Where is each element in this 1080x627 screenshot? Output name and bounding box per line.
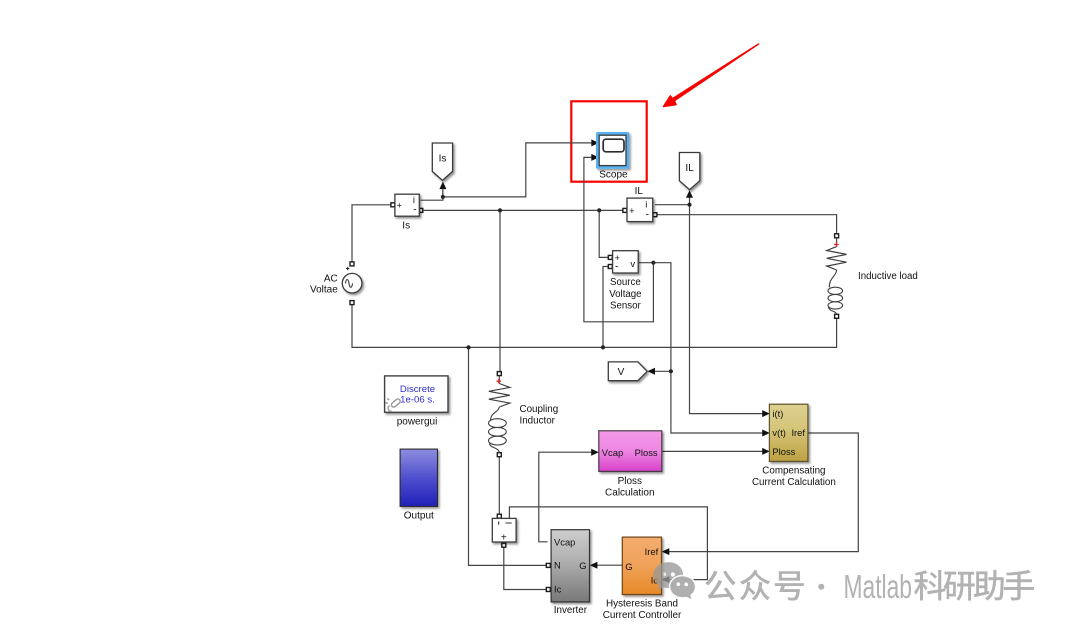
svg-text:Current Controller: Current Controller bbox=[603, 610, 682, 621]
svg-text:Voltae: Voltae bbox=[310, 284, 338, 295]
svg-text:Ploss: Ploss bbox=[635, 447, 658, 458]
svg-text:Iref: Iref bbox=[791, 427, 805, 438]
svg-text:-: - bbox=[615, 261, 618, 272]
svg-text:Source: Source bbox=[610, 277, 641, 288]
svg-text:Vcap: Vcap bbox=[602, 447, 623, 458]
svg-text:Ploss: Ploss bbox=[618, 476, 642, 487]
svg-text:i(t): i(t) bbox=[772, 408, 783, 419]
svg-text:v(t): v(t) bbox=[772, 427, 786, 438]
svg-text:Discrete: Discrete bbox=[400, 384, 435, 395]
svg-text:i: i bbox=[645, 200, 647, 211]
svg-text:Compensating: Compensating bbox=[762, 465, 825, 476]
svg-text:Current Calculation: Current Calculation bbox=[752, 477, 836, 488]
svg-text:Inductor: Inductor bbox=[520, 416, 556, 427]
svg-text:Vcap: Vcap bbox=[554, 536, 575, 547]
svg-text:-: - bbox=[646, 209, 649, 220]
svg-text:Is: Is bbox=[402, 220, 410, 231]
svg-text:Scope: Scope bbox=[599, 169, 628, 180]
svg-text:v: v bbox=[630, 259, 635, 270]
svg-text:G: G bbox=[625, 561, 632, 572]
svg-text:Inverter: Inverter bbox=[554, 605, 588, 616]
svg-text:Calculation: Calculation bbox=[605, 488, 654, 499]
svg-text:G: G bbox=[579, 560, 586, 571]
svg-text:Iref: Iref bbox=[645, 546, 659, 557]
svg-text:IL: IL bbox=[685, 163, 694, 174]
svg-text:Voltage: Voltage bbox=[609, 289, 641, 300]
svg-text:i: i bbox=[413, 195, 415, 206]
svg-text:IL: IL bbox=[635, 186, 644, 197]
svg-text:Coupling: Coupling bbox=[520, 404, 559, 415]
svg-text:N: N bbox=[554, 560, 561, 571]
svg-text:+: + bbox=[501, 533, 507, 544]
svg-text:powergui: powergui bbox=[397, 417, 438, 428]
svg-text:+: + bbox=[615, 253, 620, 263]
svg-text:AC: AC bbox=[324, 273, 338, 284]
svg-text:V: V bbox=[618, 367, 625, 378]
svg-text:+: + bbox=[397, 200, 402, 210]
svg-text:1e-06 s.: 1e-06 s. bbox=[400, 394, 435, 405]
svg-text:Hysteresis Band: Hysteresis Band bbox=[606, 598, 678, 609]
svg-text:Ic: Ic bbox=[554, 584, 562, 595]
svg-text:Sensor: Sensor bbox=[610, 301, 641, 312]
svg-text:+: + bbox=[629, 206, 634, 216]
svg-text:Ploss: Ploss bbox=[772, 446, 795, 457]
svg-text:-: - bbox=[413, 205, 416, 216]
svg-text:Output: Output bbox=[404, 510, 434, 521]
svg-text:Inductive load: Inductive load bbox=[858, 271, 918, 282]
svg-text:Is: Is bbox=[439, 153, 447, 164]
svg-text:Matlab: Matlab bbox=[844, 568, 913, 605]
